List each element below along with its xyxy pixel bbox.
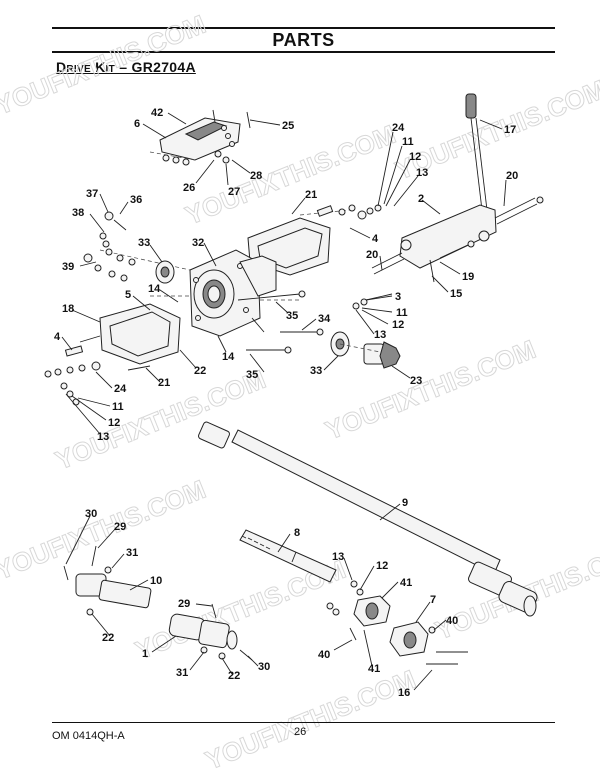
callout-32: 32 bbox=[192, 237, 204, 249]
callout-20-lower: 20 bbox=[366, 249, 378, 261]
callout-30-left: 30 bbox=[85, 508, 97, 520]
callout-4-lower: 4 bbox=[54, 331, 61, 343]
lower-u-joint bbox=[168, 603, 253, 661]
callout-14-lower: 14 bbox=[222, 351, 235, 363]
callout-24-lower: 24 bbox=[114, 383, 127, 395]
leader-lines bbox=[61, 112, 507, 691]
callout-31-lower: 31 bbox=[176, 667, 188, 679]
callout-29-lower: 29 bbox=[178, 598, 190, 610]
callout-38: 38 bbox=[72, 207, 84, 219]
left-bracket bbox=[44, 295, 190, 406]
callout-24-upper: 24 bbox=[392, 122, 405, 134]
callout-3: 3 bbox=[395, 291, 401, 303]
callout-31-left: 31 bbox=[126, 547, 138, 559]
mounting-plate bbox=[149, 109, 251, 166]
callout-40-left: 40 bbox=[318, 649, 330, 661]
callout-20-upper: 20 bbox=[506, 170, 518, 182]
bolts-35-34 bbox=[237, 290, 324, 354]
watermark-text: YOUFIXTHIS.COM bbox=[0, 9, 210, 121]
callout-12-right: 12 bbox=[392, 319, 404, 331]
callout-7: 7 bbox=[430, 594, 436, 606]
callout-13-bottom: 13 bbox=[332, 551, 344, 563]
output-shaft bbox=[239, 529, 337, 583]
header-rule-bottom bbox=[52, 51, 555, 53]
callout-42: 42 bbox=[151, 107, 163, 119]
callout-14-upper: 14 bbox=[148, 283, 161, 295]
callout-36: 36 bbox=[130, 194, 142, 206]
page-number: 26 bbox=[294, 726, 307, 738]
callout-1: 1 bbox=[142, 648, 148, 660]
drive-shaft bbox=[198, 421, 538, 617]
flange-bearings bbox=[326, 580, 468, 665]
callout-27: 27 bbox=[228, 186, 240, 198]
callout-18: 18 bbox=[62, 303, 74, 315]
callout-28: 28 bbox=[250, 170, 262, 182]
footer-rule bbox=[52, 722, 555, 723]
bearing-and-coupler bbox=[330, 293, 401, 369]
left-u-joint bbox=[63, 545, 152, 616]
callout-33-upper: 33 bbox=[138, 237, 150, 249]
callout-5: 5 bbox=[125, 289, 131, 301]
callout-35-lower: 35 bbox=[246, 369, 258, 381]
callout-12-upper: 12 bbox=[409, 151, 421, 163]
callout-11-upper: 11 bbox=[402, 136, 414, 148]
callout-21-lower: 21 bbox=[158, 377, 170, 389]
section-title: Drive Kit – GR2704A bbox=[56, 59, 196, 75]
callout-41-lower: 41 bbox=[368, 663, 380, 675]
callout-19: 19 bbox=[462, 271, 474, 283]
callout-41-upper: 41 bbox=[400, 577, 412, 589]
callout-9: 9 bbox=[402, 497, 408, 509]
callout-6: 6 bbox=[134, 118, 140, 130]
callout-11-lower: 11 bbox=[112, 401, 124, 413]
callout-15: 15 bbox=[450, 288, 462, 300]
callout-12-lower: 12 bbox=[108, 417, 120, 429]
callout-labels: 42 6 25 26 27 28 17 24 11 12 13 2 20 21 … bbox=[54, 107, 518, 699]
callout-8: 8 bbox=[294, 527, 300, 539]
watermark-text: YOUFIXTHIS.COM bbox=[321, 334, 540, 446]
document-code: OM 0414QH-A bbox=[52, 730, 125, 742]
callout-33-lower: 33 bbox=[310, 365, 322, 377]
callout-13-lower: 13 bbox=[97, 431, 109, 443]
left-fasteners bbox=[83, 211, 175, 284]
shift-lever-assembly bbox=[371, 93, 544, 283]
callout-10: 10 bbox=[150, 575, 162, 587]
callout-26: 26 bbox=[183, 182, 195, 194]
callout-4-upper: 4 bbox=[372, 233, 379, 245]
callout-12-bottom: 12 bbox=[376, 560, 388, 572]
callout-21-upper: 21 bbox=[305, 189, 317, 201]
callout-22-lower: 22 bbox=[228, 670, 240, 682]
callout-40-right: 40 bbox=[446, 615, 458, 627]
callout-37: 37 bbox=[86, 188, 98, 200]
callout-22-upper: 22 bbox=[194, 365, 206, 377]
callout-30-lower: 30 bbox=[258, 661, 270, 673]
header-rule-top bbox=[52, 27, 555, 29]
callout-29-left: 29 bbox=[114, 521, 126, 533]
callout-2: 2 bbox=[418, 193, 424, 205]
callout-13-right: 13 bbox=[374, 329, 386, 341]
callout-16: 16 bbox=[398, 687, 410, 699]
callout-34: 34 bbox=[318, 313, 331, 325]
callout-35-upper: 35 bbox=[286, 310, 298, 322]
page-title: PARTS bbox=[272, 30, 335, 50]
callout-13-upper: 13 bbox=[416, 167, 428, 179]
gear-housing bbox=[99, 249, 300, 337]
callout-22-left: 22 bbox=[102, 632, 114, 644]
callout-11-right: 11 bbox=[396, 307, 408, 319]
callout-39: 39 bbox=[62, 261, 74, 273]
callout-25: 25 bbox=[282, 120, 294, 132]
callout-17: 17 bbox=[504, 124, 516, 136]
callout-23: 23 bbox=[410, 375, 422, 387]
